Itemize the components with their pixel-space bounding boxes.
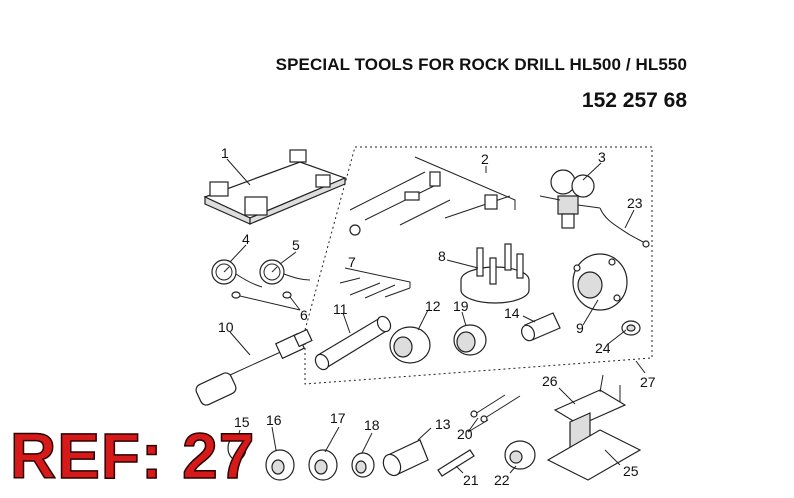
tool-14-sleeve <box>520 312 561 342</box>
tool-23-hose <box>599 207 650 248</box>
callout-6: 6 <box>300 307 308 323</box>
tool-2-wrench-set <box>349 156 516 236</box>
part-number: 152 257 68 <box>581 89 687 112</box>
tool-18-bushing <box>351 452 375 478</box>
callout-21: 21 <box>463 472 479 488</box>
tool-15-plug <box>227 435 247 461</box>
callout-3: 3 <box>598 149 606 165</box>
tool-7-pins <box>339 267 411 299</box>
callout-12: 12 <box>425 298 441 314</box>
tool-11-shaft <box>314 315 392 371</box>
tool-13-adapter <box>382 439 429 477</box>
callout-1: 1 <box>221 145 229 161</box>
tool-10-puller <box>195 328 313 406</box>
tool-20-bolts <box>470 394 521 423</box>
callout-numbers: 1 2 3 4 5 6 7 8 9 10 11 12 13 14 15 16 1… <box>218 145 656 488</box>
tool-5-dial-indicator <box>259 259 311 285</box>
callout-4: 4 <box>242 231 250 247</box>
tool-24-nut <box>621 320 641 336</box>
callout-9: 9 <box>576 320 584 336</box>
tool-4-dial-indicator <box>211 259 263 288</box>
callout-8: 8 <box>438 248 446 264</box>
callout-27: 27 <box>640 374 656 390</box>
callout-16: 16 <box>266 412 282 428</box>
page-title: SPECIAL TOOLS FOR ROCK DRILL HL500 / HL5… <box>275 55 687 74</box>
tool-8-stud-plate <box>460 243 530 304</box>
leader-lines <box>226 158 646 474</box>
callout-25: 25 <box>623 463 639 479</box>
callout-22: 22 <box>494 472 510 488</box>
tool-19-ring <box>453 324 487 356</box>
callout-10: 10 <box>218 319 234 335</box>
tool-12-bushing <box>389 326 431 364</box>
tool-22-washer <box>504 440 536 470</box>
tool-6-probes <box>231 291 301 311</box>
callout-2: 2 <box>481 151 489 167</box>
callout-20: 20 <box>457 426 473 442</box>
callout-14: 14 <box>504 305 520 321</box>
callout-23: 23 <box>627 195 643 211</box>
callout-24: 24 <box>595 340 611 356</box>
tool-1-fixture-plate <box>203 149 347 225</box>
tool-16-pulley <box>265 449 295 481</box>
callout-7: 7 <box>348 254 356 270</box>
ref-label: REF: 27 <box>9 420 256 492</box>
callout-13: 13 <box>435 416 451 432</box>
tool-3-pressure-gauge <box>539 169 601 229</box>
callout-11: 11 <box>333 301 348 317</box>
tool-9-flange <box>572 253 628 311</box>
kit-boundary <box>304 146 653 385</box>
callout-26: 26 <box>542 373 558 389</box>
callout-5: 5 <box>292 237 300 253</box>
callout-19: 19 <box>453 298 469 314</box>
tool-25-26-stand <box>546 374 642 481</box>
callout-15: 15 <box>234 414 250 430</box>
callout-18: 18 <box>364 417 380 433</box>
callout-17: 17 <box>330 410 346 426</box>
tool-21-pin <box>437 449 475 477</box>
tool-17-pulley <box>308 449 338 481</box>
